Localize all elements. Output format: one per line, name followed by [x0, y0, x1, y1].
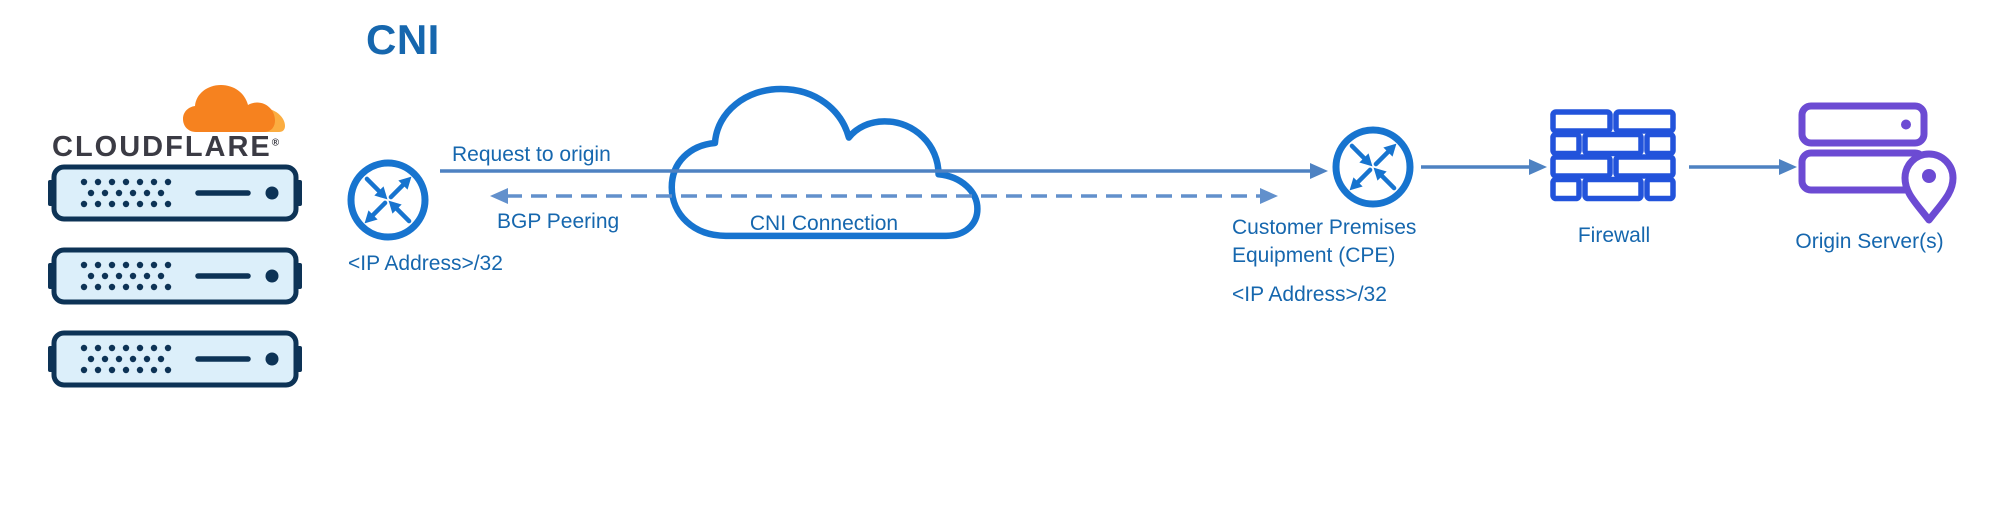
cpe-router-icon: [1336, 130, 1410, 204]
bgp-peering-label: BGP Peering: [497, 210, 620, 233]
request-to-origin-label: Request to origin: [452, 143, 611, 166]
edge-server-icon: [48, 167, 302, 219]
registered-mark: ®: [271, 137, 280, 149]
origin-servers-icon: [1798, 102, 1957, 224]
edge-server-icon: [48, 250, 302, 302]
cloudflare-router-ip-label: <IP Address>/32: [348, 252, 503, 275]
cpe-ip-label: <IP Address>/32: [1232, 283, 1387, 306]
cni-connection-label: CNI Connection: [749, 212, 899, 235]
cloudflare-router-icon: [351, 163, 425, 237]
location-pin-icon: [1901, 150, 1957, 224]
firewall-to-origin-arrow: [1689, 159, 1797, 175]
diagram-title: CNI: [366, 16, 440, 63]
cloudflare-wordmark-text: CLOUDFLARE: [52, 131, 272, 163]
cpe-to-firewall-arrow: [1421, 159, 1547, 175]
request-to-origin-arrow: [440, 163, 1328, 179]
firewall-label: Firewall: [1577, 224, 1651, 247]
cloudflare-logo-cloud-icon: [183, 85, 285, 132]
origin-servers-label: Origin Server(s): [1795, 230, 1944, 253]
edge-server-icon: [48, 333, 302, 385]
cloudflare-wordmark: CLOUDFLARE®: [52, 131, 279, 164]
bgp-peering-arrow: [490, 188, 1278, 204]
cpe-label: Customer Premises Equipment (CPE): [1232, 216, 1417, 268]
firewall-icon: [1550, 109, 1676, 202]
